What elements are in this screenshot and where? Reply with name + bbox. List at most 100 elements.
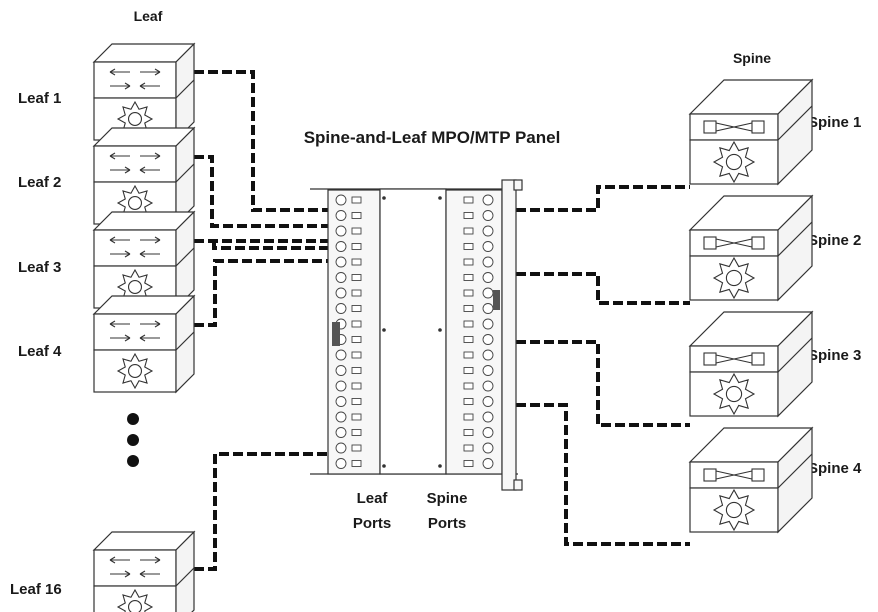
star-glyph — [712, 488, 756, 532]
leaf-port-latch — [351, 289, 362, 297]
ellipsis-dot — [127, 455, 139, 467]
leaf-label-2: Leaf 2 — [18, 174, 61, 191]
leaf-switch-16 — [92, 530, 196, 612]
leaf-port — [335, 427, 347, 438]
spine-label-2: Spine 2 — [808, 232, 861, 249]
arrow-left-icon — [139, 570, 160, 578]
cable-leaf-16 — [180, 452, 382, 571]
cable-leaf-3b — [212, 241, 382, 250]
spine-port — [482, 380, 494, 392]
spine-ports-label-line1: Spine — [427, 490, 468, 507]
leaf-port-latch — [351, 382, 362, 390]
spine-switch-side — [777, 426, 813, 534]
leaf-ports-label-line1: Leaf — [357, 490, 389, 507]
leaf-port-latch — [351, 212, 362, 219]
ellipsis-dot — [127, 413, 139, 425]
arrow-left-icon — [109, 320, 130, 328]
arrow-right-icon — [110, 166, 131, 174]
leaf-switch-side-edge — [175, 331, 195, 351]
spine-switch-side-edge — [777, 337, 813, 373]
leaf-port — [335, 442, 347, 454]
arrow-right-icon — [110, 82, 131, 90]
panel-screw — [382, 328, 386, 332]
spine-switch-side — [777, 78, 813, 186]
crossing-arrows-icon — [715, 354, 753, 364]
leaf-port-latch — [351, 429, 362, 436]
leaf-rail-tag — [332, 322, 340, 346]
leaf-port — [335, 225, 347, 237]
arrow-left-icon — [139, 82, 160, 90]
spine-port-latch — [463, 305, 474, 312]
spine-port — [482, 411, 494, 423]
spine-port — [482, 241, 494, 252]
spine-port-latch — [463, 429, 474, 436]
spine-port-latch — [463, 243, 474, 250]
star-glyph — [116, 588, 154, 612]
crossing-arrows-icon — [715, 122, 753, 132]
leaf-switch-side — [175, 210, 195, 310]
leaf-port-latch — [351, 196, 362, 204]
spine-label-1: Spine 1 — [808, 114, 861, 131]
leaf-port-latch — [351, 336, 362, 343]
cable-leaf-1 — [180, 70, 382, 212]
spine-switch-side-edge — [777, 453, 813, 489]
star-glyph-center — [127, 363, 143, 379]
cable-layer — [180, 70, 690, 571]
spine-switch-lower-front — [689, 139, 779, 185]
leaf-switch-4 — [92, 294, 196, 394]
leaf-switch-side — [175, 42, 195, 142]
spine-port-latch — [463, 351, 474, 359]
port-box-icon — [751, 120, 765, 134]
spine-port-latch — [463, 258, 474, 266]
leaf-switch-side-edge — [175, 163, 195, 183]
port-box-icon — [703, 468, 717, 482]
port-box-icon — [751, 236, 765, 250]
star-glyph — [712, 140, 756, 184]
leaf-port-latch — [351, 367, 362, 374]
spine-switch-side-edge — [777, 105, 813, 141]
spine-port-latch — [463, 444, 474, 452]
spine-switch-lower-front — [689, 487, 779, 533]
star-glyph — [712, 372, 756, 416]
star-glyph-center — [127, 279, 143, 295]
spine-header: Spine — [733, 50, 771, 66]
leaf-port-latch — [351, 227, 362, 235]
mpo-mtp-panel — [310, 179, 523, 491]
leaf-port — [335, 396, 347, 407]
leaf-port — [335, 411, 347, 423]
spine-port — [482, 225, 494, 237]
spine-switch-lower-front — [689, 371, 779, 417]
port-box-icon — [703, 120, 717, 134]
leaf-switch-side — [175, 294, 195, 394]
leaf-port — [335, 272, 347, 283]
panel-screw — [438, 328, 442, 332]
panel-mount-bracket — [501, 179, 517, 491]
arrow-right-icon — [110, 334, 131, 342]
spine-switch-side — [777, 310, 813, 418]
arrow-left-icon — [139, 250, 160, 258]
spine-port — [482, 287, 494, 299]
leaf-switch-side-edge — [175, 567, 195, 587]
leaf-label-4: Leaf 4 — [18, 343, 62, 360]
leaf-port — [335, 303, 347, 314]
panel-screw — [438, 464, 442, 468]
arrow-right-icon — [140, 68, 161, 76]
star-glyph — [116, 352, 154, 390]
leaf-switch-upper-front — [93, 145, 177, 183]
leaf-port-latch — [351, 274, 362, 281]
arrow-right-icon — [110, 570, 131, 578]
spine-switch-lower-front — [689, 255, 779, 301]
spine-port-latch — [463, 227, 474, 235]
spine-rail-tag — [493, 290, 500, 310]
leaf-port-latch — [351, 398, 362, 405]
arrow-right-icon — [140, 320, 161, 328]
leaf-switches — [92, 42, 196, 612]
arrow-left-icon — [109, 68, 130, 76]
arrow-left-icon — [139, 334, 160, 342]
ellipsis-dots — [127, 413, 139, 467]
spine-port-column — [445, 189, 503, 475]
leaf-port-latch — [351, 320, 362, 328]
port-box-icon — [703, 352, 717, 366]
leaf-port — [335, 241, 347, 252]
